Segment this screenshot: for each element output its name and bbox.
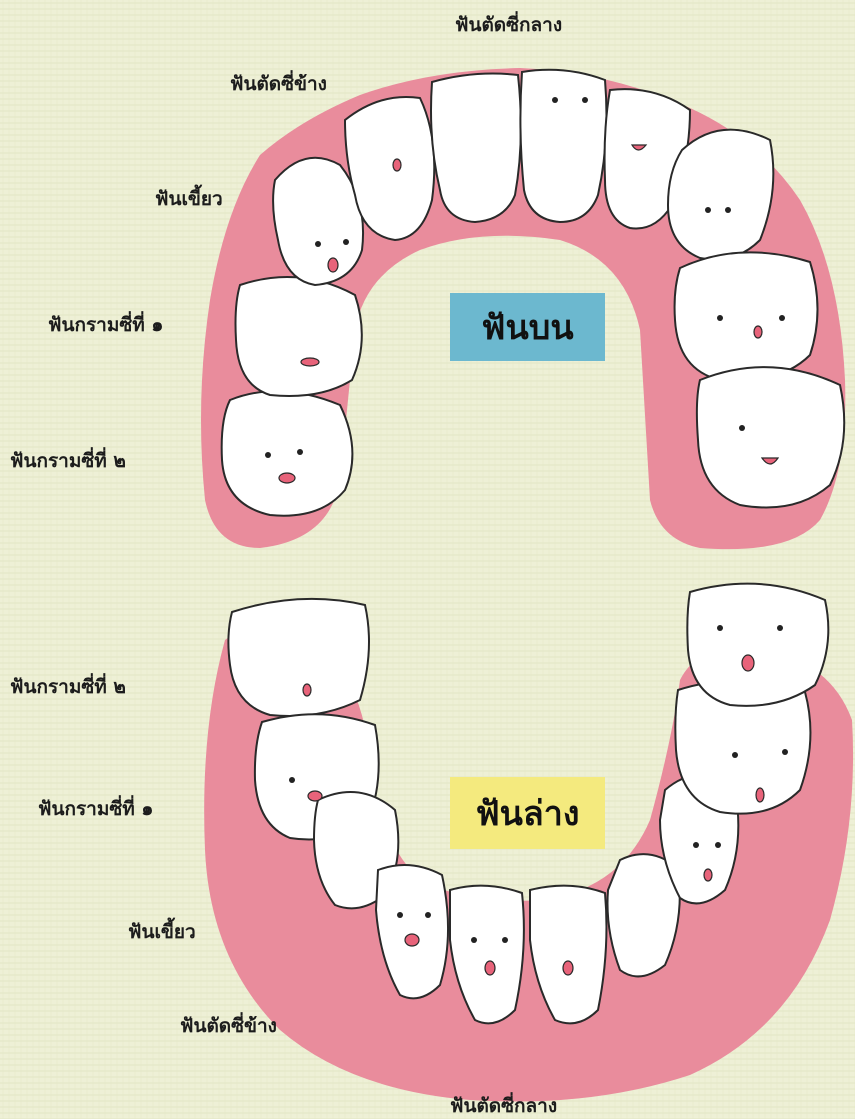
lower-first-molar-label: ฟันกรามซี่ที่ ๑	[38, 800, 153, 819]
upper-canine-label: ฟันเขี้ยว	[155, 190, 223, 209]
upper-right-canine	[668, 130, 773, 260]
lower-right-second-molar	[687, 584, 828, 706]
lower-canine-label: ฟันเขี้ยว	[128, 923, 196, 942]
upper-left-second-molar	[222, 391, 353, 516]
upper-left-central-incisor	[431, 74, 521, 222]
lower-second-molar-label: ฟันกรามซี่ที่ ๒	[10, 678, 126, 697]
lower-teeth-title: ฟันล่าง	[450, 777, 605, 849]
upper-first-molar-label: ฟันกรามซี่ที่ ๑	[48, 316, 163, 335]
upper-right-first-molar	[675, 252, 818, 380]
lower-central-incisor-label: ฟันตัดซี่กลาง	[450, 1097, 557, 1116]
upper-teeth-title: ฟันบน	[450, 293, 605, 361]
lower-lateral-incisor-label: ฟันตัดซี่ข้าง	[180, 1017, 277, 1036]
upper-lateral-incisor-label: ฟันตัดซี่ข้าง	[230, 75, 327, 94]
upper-right-second-molar	[697, 367, 844, 507]
upper-second-molar-label: ฟันกรามซี่ที่ ๒	[10, 452, 126, 471]
upper-central-incisor-label: ฟันตัดซี่กลาง	[455, 16, 562, 35]
upper-left-first-molar	[236, 277, 362, 396]
upper-right-central-incisor	[520, 70, 606, 222]
lower-left-second-molar	[228, 599, 369, 716]
